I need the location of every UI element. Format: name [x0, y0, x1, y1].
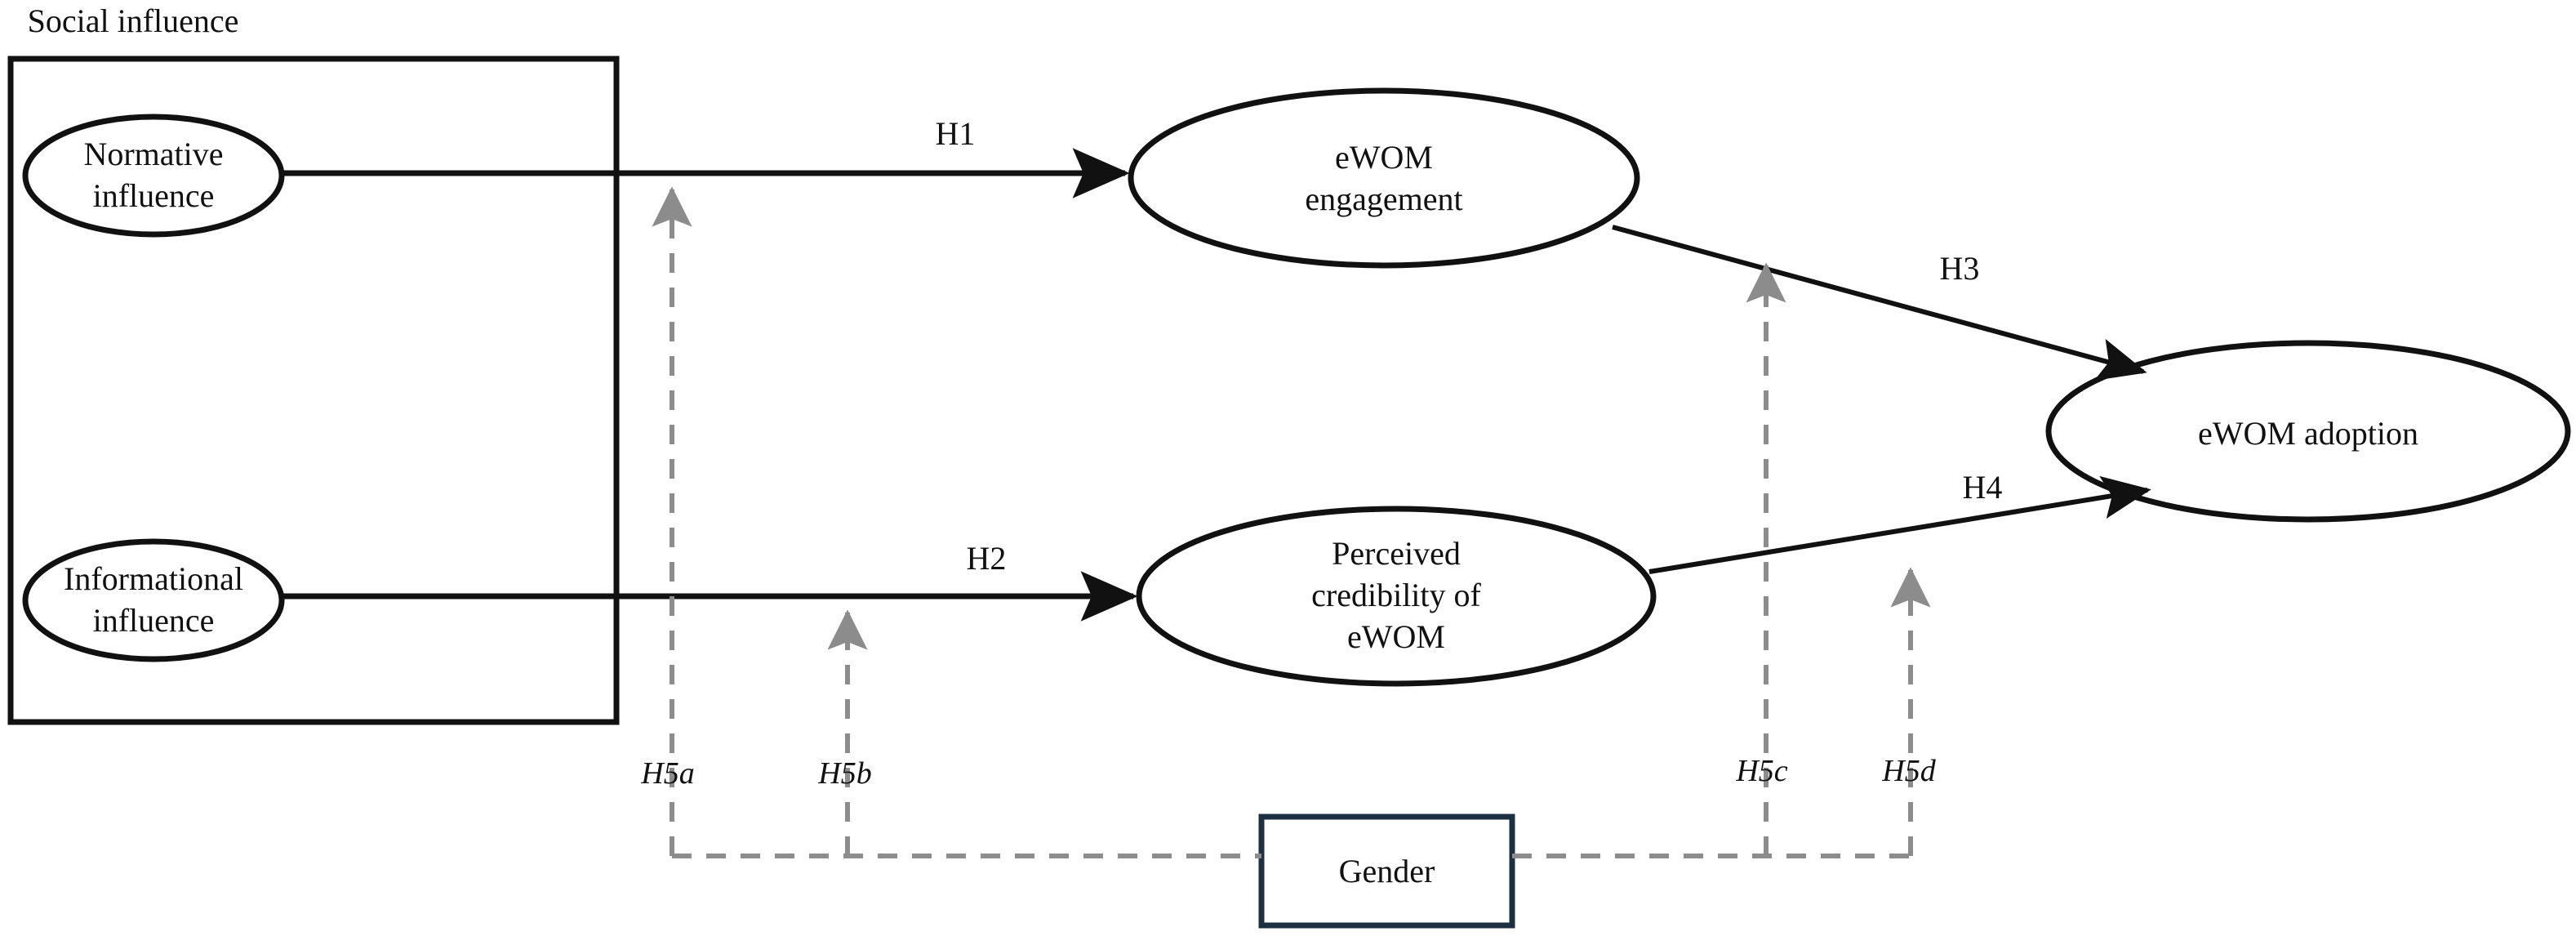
- path-label-h3: H3: [1939, 250, 1980, 287]
- node-gender-box: [1258, 814, 1515, 929]
- path-label-h2: H2: [966, 540, 1007, 577]
- node-ewom-engagement: [1128, 87, 1640, 269]
- moderation-label-h5c: H5c: [1736, 754, 1788, 788]
- node-perceived-credibility-ewom: [1136, 506, 1657, 687]
- path-label-h4: H4: [1962, 469, 2003, 506]
- moderation-label-h5b: H5b: [818, 756, 872, 791]
- node-label-gender: Gender: [1338, 853, 1435, 889]
- node-informational-influence: [22, 538, 285, 662]
- path-h4: [1648, 475, 2151, 574]
- path-label-h1: H1: [935, 115, 976, 152]
- path-h3: [1612, 225, 2147, 381]
- moderation-label-h5d: H5d: [1882, 754, 1936, 788]
- moderation-label-h5a: H5a: [641, 756, 695, 791]
- social-influence-group-box: [7, 56, 620, 725]
- node-ewom-adoption: [2045, 340, 2571, 523]
- node-normative-influence: [22, 114, 285, 238]
- social-influence-group-title: Social influence: [27, 2, 239, 39]
